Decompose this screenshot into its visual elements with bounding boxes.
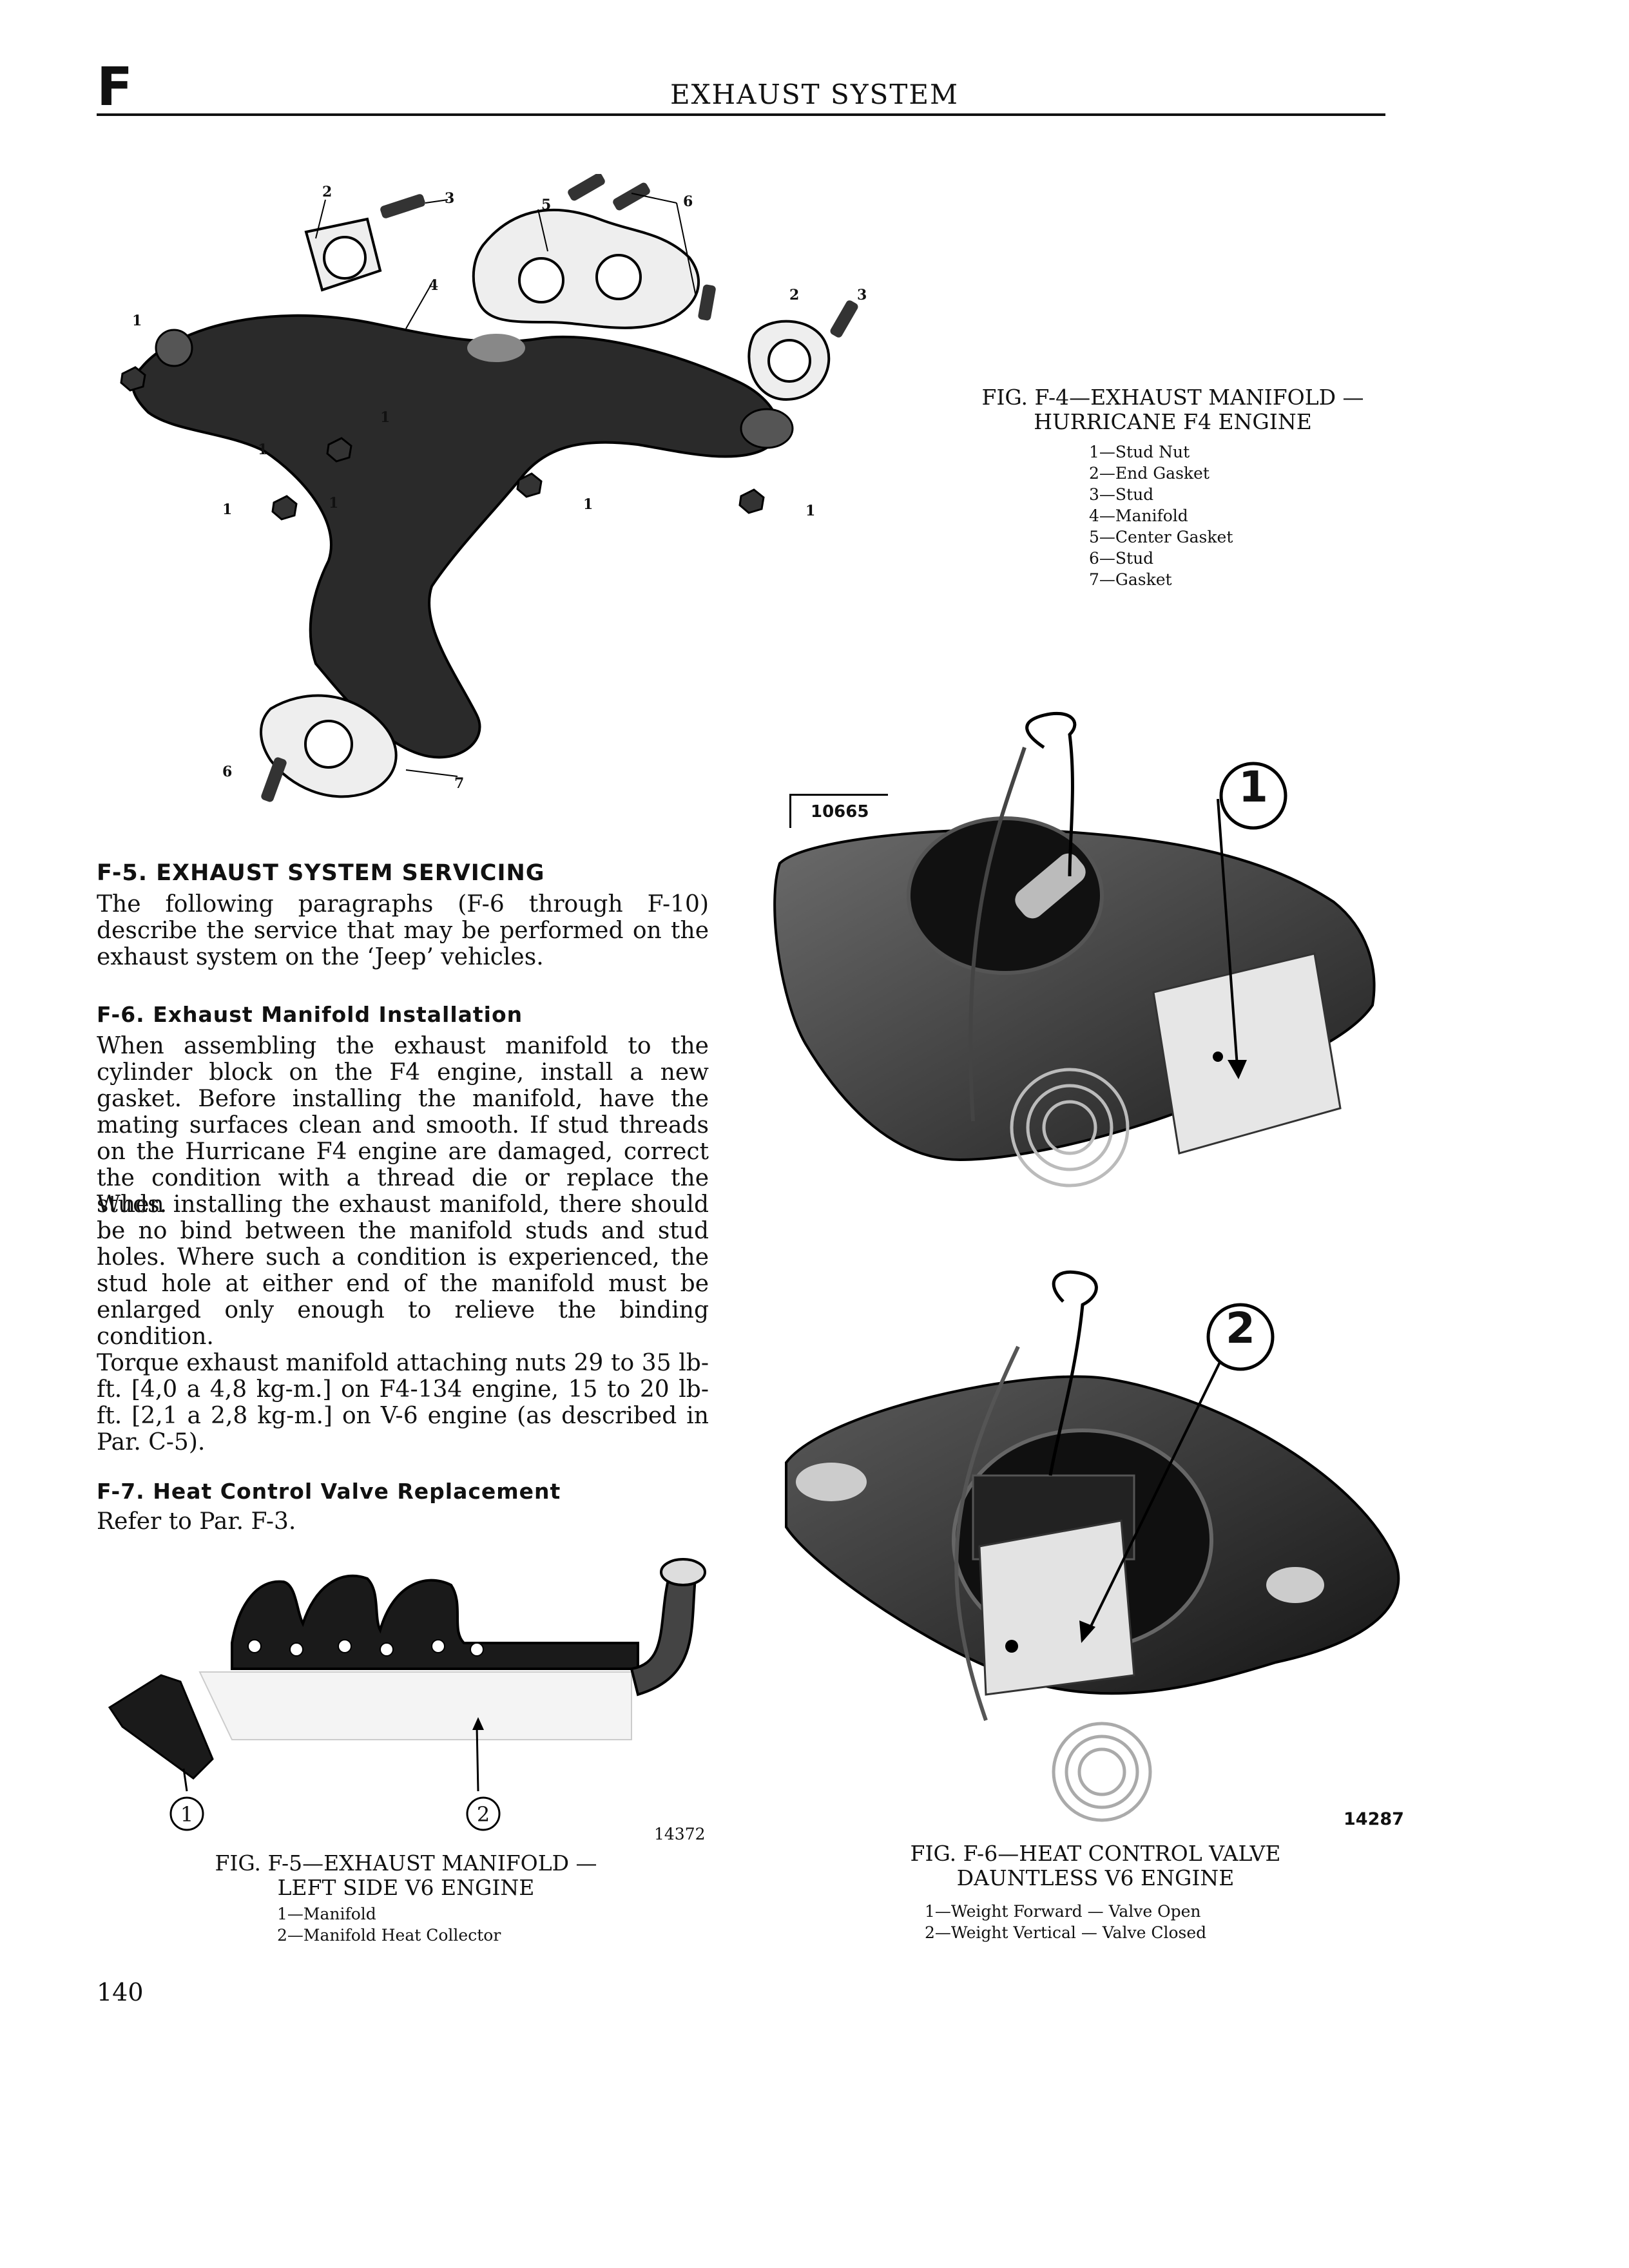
section-f5-body: The following paragraphs (F-6 through F-… bbox=[97, 891, 709, 970]
fig-f4-legend: 1—Stud Nut 2—End Gasket 3—Stud 4—Manifol… bbox=[1089, 441, 1233, 590]
fig-f4-illustration bbox=[120, 174, 858, 802]
callout-1b: 1 bbox=[258, 441, 268, 458]
legend-item: 5—Center Gasket bbox=[1089, 528, 1233, 546]
photo-code: 10665 bbox=[811, 802, 869, 822]
legend-item: 6—Stud bbox=[1089, 549, 1154, 568]
legend-item: 1—Stud Nut bbox=[1089, 443, 1190, 461]
callout-number-2: 2 bbox=[1226, 1303, 1255, 1353]
fig-f6-caption-line-1: FIG. F-6—HEAT CONTROL VALVE bbox=[910, 1841, 1281, 1866]
fig-f6-caption: FIG. F-6—HEAT CONTROL VALVE DAUNTLESS V6… bbox=[851, 1841, 1340, 1890]
fig-f4-caption-line-1: FIG. F-4—EXHAUST MANIFOLD — bbox=[981, 385, 1364, 410]
fig-f5-callout-2: 2 bbox=[476, 1802, 490, 1827]
fig-f5-caption-line-1: FIG. F-5—EXHAUST MANIFOLD — bbox=[215, 1850, 597, 1876]
running-head: EXHAUST SYSTEM bbox=[670, 79, 959, 110]
section-heading-f7: F-7. Heat Control Valve Replacement bbox=[97, 1479, 561, 1504]
heat-valve-photo-open bbox=[773, 711, 1376, 1187]
legend-item: 1—Manifold bbox=[277, 1905, 376, 1923]
fig-f5-caption: FIG. F-5—EXHAUST MANIFOLD — LEFT SIDE V6… bbox=[161, 1851, 651, 1900]
callout-6: 6 bbox=[683, 193, 693, 210]
callout-number-1: 1 bbox=[1239, 762, 1268, 812]
callout-1d: 1 bbox=[583, 496, 593, 513]
fig-f4-caption-line-2: HURRICANE F4 ENGINE bbox=[1034, 409, 1312, 434]
legend-item: 2—End Gasket bbox=[1089, 464, 1210, 483]
callout-1e: 1 bbox=[805, 503, 816, 519]
callout-7: 7 bbox=[454, 775, 465, 792]
fig-f5-code: 14372 bbox=[654, 1825, 706, 1843]
legend-item: 2—Manifold Heat Collector bbox=[277, 1926, 501, 1945]
section-f6-paragraph-2: When installing the exhaust manifold, th… bbox=[97, 1191, 709, 1350]
section-heading-f6: F-6. Exhaust Manifold Installation bbox=[97, 1002, 523, 1027]
heat-valve-photo-closed bbox=[785, 1270, 1400, 1822]
fig-f6-legend: 1—Weight Forward — Valve Open 2—Weight V… bbox=[925, 1901, 1206, 1943]
section-f6-paragraph-1: When assembling the exhaust manifold to … bbox=[97, 1033, 709, 1218]
legend-item: 4—Manifold bbox=[1089, 506, 1188, 525]
photo-code-box: 10665 bbox=[789, 794, 888, 828]
legend-item: 7—Gasket bbox=[1089, 570, 1172, 589]
photo-code-14287: 14287 bbox=[1344, 1809, 1404, 1829]
section-letter: F bbox=[97, 57, 133, 118]
fig-f6-caption-line-2: DAUNTLESS V6 ENGINE bbox=[956, 1865, 1235, 1890]
page-number: 140 bbox=[97, 1978, 144, 2006]
callout-4: 4 bbox=[429, 277, 439, 294]
legend-item: 3—Stud bbox=[1089, 485, 1154, 504]
callout-circle-1 bbox=[1219, 762, 1287, 830]
fig-f5-illustration bbox=[108, 1558, 706, 1792]
fig-f5-caption-line-2: LEFT SIDE V6 ENGINE bbox=[277, 1875, 535, 1900]
callout-3b: 3 bbox=[857, 287, 867, 303]
callout-1a: 1 bbox=[132, 312, 142, 329]
callout-1g: 1 bbox=[329, 495, 339, 512]
section-f6-paragraph-3: Torque exhaust manifold attaching nuts 2… bbox=[97, 1350, 709, 1456]
callout-3: 3 bbox=[445, 190, 455, 207]
callout-6b: 6 bbox=[222, 764, 233, 780]
fig-f5-callout-circles bbox=[169, 1796, 501, 1831]
fig-f5-legend: 1—Manifold 2—Manifold Heat Collector bbox=[277, 1903, 501, 1946]
legend-item: 2—Weight Vertical — Valve Closed bbox=[925, 1923, 1207, 1942]
fig-f5-callout-1: 1 bbox=[180, 1802, 194, 1827]
callout-circle-2 bbox=[1206, 1303, 1275, 1371]
fig-f4-caption: FIG. F-4—EXHAUST MANIFOLD — HURRICANE F4… bbox=[947, 385, 1398, 434]
section-heading-f5: F-5. EXHAUST SYSTEM SERVICING bbox=[97, 860, 545, 886]
callout-2b: 2 bbox=[789, 287, 800, 303]
header-rule bbox=[97, 113, 1385, 116]
legend-item: 1—Weight Forward — Valve Open bbox=[925, 1902, 1201, 1921]
callout-2: 2 bbox=[322, 184, 333, 200]
callout-1c: 1 bbox=[222, 501, 233, 518]
callout-5: 5 bbox=[541, 197, 552, 213]
section-f7-body: Refer to Par. F-3. bbox=[97, 1508, 296, 1535]
callout-1f: 1 bbox=[380, 409, 390, 426]
